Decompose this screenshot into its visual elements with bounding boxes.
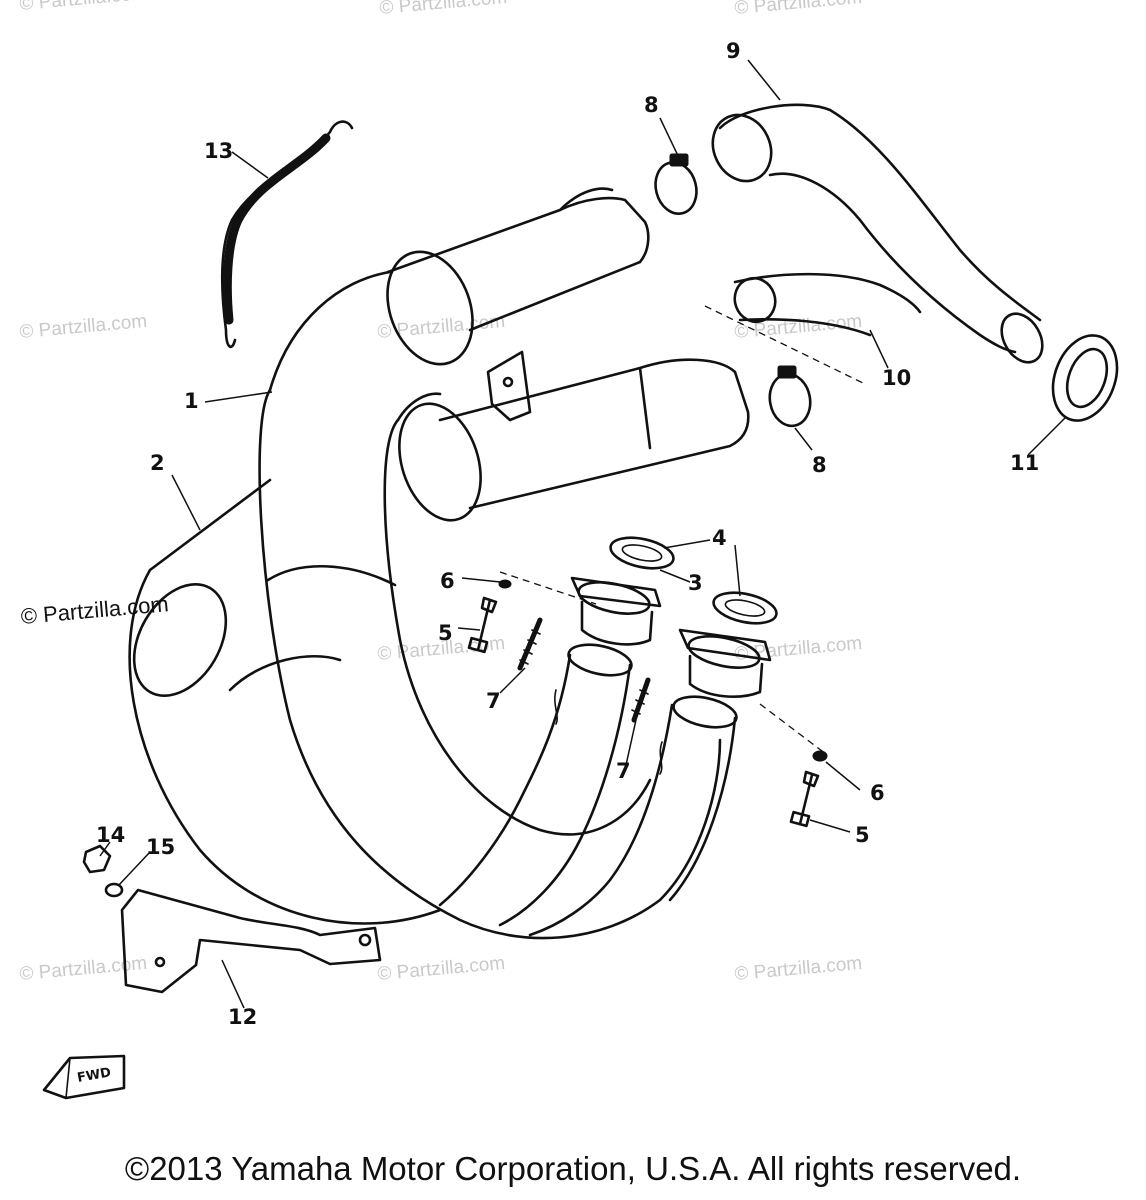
callout-4: 4 (712, 526, 727, 550)
spring-part-7-right (631, 677, 651, 723)
callout-10: 10 (882, 366, 911, 390)
washer-part-6-left (498, 579, 512, 589)
callout-6-right: 6 (870, 781, 885, 805)
callout-6-left: 6 (440, 569, 455, 593)
link-pipe-part-9 (711, 103, 1044, 364)
copyright-notice: ©2013 Yamaha Motor Corporation, U.S.A. A… (124, 1150, 1022, 1187)
muffler-assembly-part-1-2 (128, 187, 750, 940)
watermark: © Partzilla.com (19, 953, 148, 985)
clamp-part-8-lower (768, 365, 812, 428)
hose-part-13 (220, 120, 354, 349)
flange-part-3-lower (678, 628, 772, 698)
callout-5-left: 5 (438, 621, 453, 645)
callout-8-lower: 8 (812, 453, 827, 477)
gasket-part-4-lower (712, 591, 778, 625)
flange-part-3-upper (570, 576, 662, 646)
nut-part-14 (82, 844, 112, 874)
watermark: © Partzilla.com (734, 0, 863, 19)
callout-2: 2 (150, 451, 165, 475)
watermark: © Partzilla.com (19, 311, 148, 343)
bolt-part-5-right (789, 770, 820, 828)
bracket-part-12 (120, 888, 382, 994)
callout-7-right: 7 (616, 759, 631, 783)
spring-part-7-left (517, 617, 543, 671)
callout-5-right: 5 (855, 823, 870, 847)
watermark: © Partzilla.com (19, 0, 148, 15)
watermark: © Partzilla.com (734, 953, 863, 985)
callouts: 1 2 3 4 5 5 6 6 7 7 8 8 9 10 11 12 13 14… (96, 39, 1039, 1029)
callout-13: 13 (204, 139, 233, 163)
washer-part-6-right (812, 750, 828, 762)
link-pipe-part-10 (733, 272, 922, 337)
callout-9: 9 (726, 39, 741, 63)
clamp-part-8-upper (654, 153, 698, 215)
bolt-part-5-left (467, 596, 498, 654)
fwd-direction-marker: FWD (42, 1054, 126, 1100)
washer-part-15 (104, 882, 124, 898)
watermark: © Partzilla.com (379, 0, 508, 19)
gasket-part-11 (1051, 334, 1119, 422)
leader-lines (99, 59, 1066, 1009)
callout-3: 3 (688, 571, 703, 595)
callout-15: 15 (146, 835, 175, 859)
callout-14: 14 (96, 823, 125, 847)
watermark: © Partzilla.com (377, 953, 506, 985)
callout-7-left: 7 (486, 689, 501, 713)
watermark: © Partzilla.com (377, 311, 506, 343)
gasket-part-4-upper (609, 536, 675, 570)
callout-8-upper: 8 (644, 93, 659, 117)
callout-12: 12 (228, 1005, 257, 1029)
fwd-label: FWD (76, 1065, 112, 1086)
callout-1: 1 (184, 389, 199, 413)
callout-11: 11 (1010, 451, 1039, 475)
